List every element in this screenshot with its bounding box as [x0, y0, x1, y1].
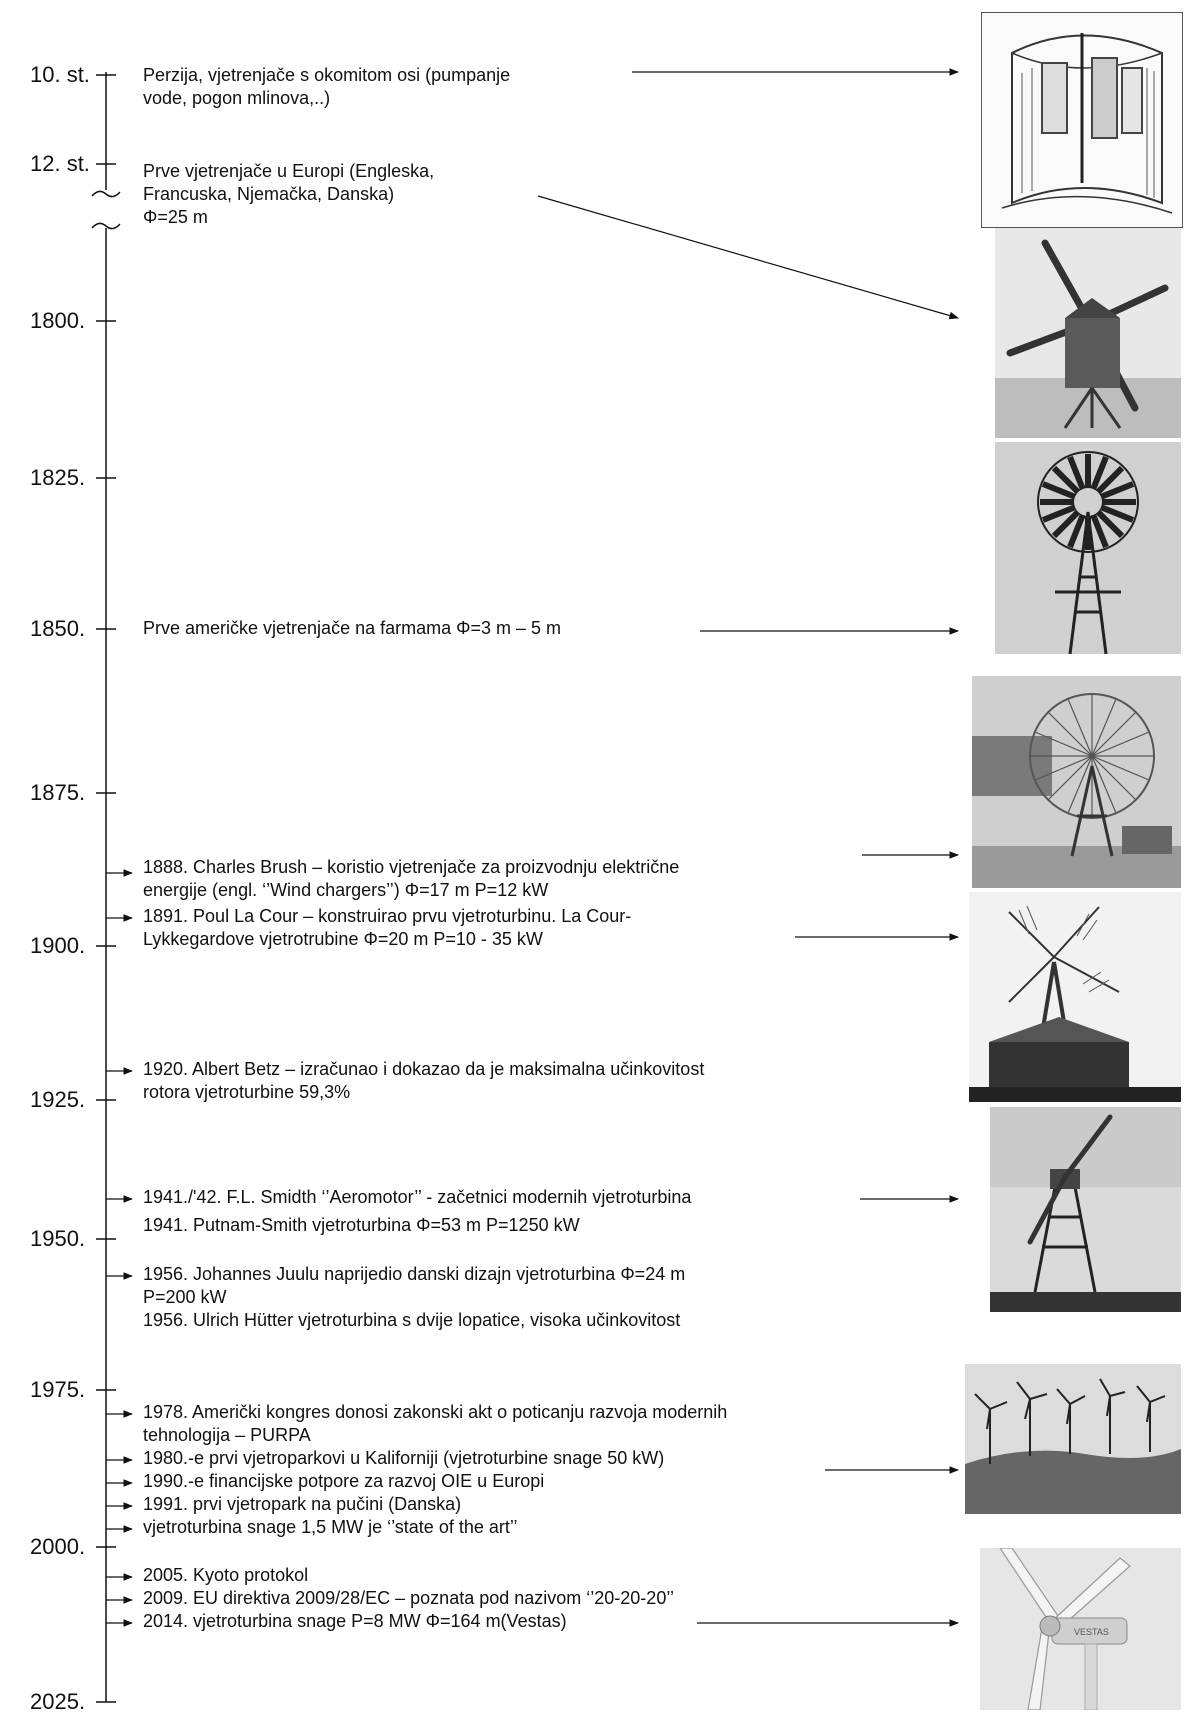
event-line: 1941. Putnam-Smith vjetroturbina Φ=53 m …: [143, 1215, 580, 1235]
year-label: 1925.: [30, 1087, 86, 1112]
year-label: 2000.: [30, 1534, 86, 1559]
event-first-europe: Prve vjetrenjače u Europi (Engleska, Fra…: [143, 160, 434, 229]
event-line: rotora vjetroturbine 59,3%: [143, 1082, 351, 1102]
event-line: 1888. Charles Brush – koristio vjetrenja…: [143, 857, 680, 877]
event-persia: Perzija, vjetrenjače s okomitom osi (pum…: [143, 64, 510, 110]
event-line: Prve američke vjetrenjače na farmama Φ=3…: [143, 618, 562, 638]
event-line: vjetroturbina snage 1,5 MW je ‘’state of…: [143, 1517, 518, 1537]
event-line: tehnologija – PURPA: [143, 1425, 311, 1445]
picture-arrow: [537, 195, 959, 320]
axis-break: [91, 222, 121, 230]
farm-windpump-icon: [995, 442, 1181, 654]
year-label: 12. st.: [30, 151, 90, 176]
event-brush: 1888. Charles Brush – koristio vjetrenja…: [143, 856, 679, 902]
smith-putnam-turbine-icon: [990, 1107, 1181, 1312]
event-line: 2014. vjetroturbina snage P=8 MW Φ=164 m…: [143, 1611, 567, 1631]
event-line: energije (engl. ‘’Wind chargers’’) Φ=17 …: [143, 880, 549, 900]
post-mill-icon: [995, 228, 1181, 438]
year-label: 1975.: [30, 1377, 86, 1402]
event-line: 2009. EU direktiva 2009/28/EC – poznata …: [143, 1588, 674, 1608]
la-cour-windmill-icon: [969, 892, 1181, 1102]
event-line: 1891. Poul La Cour – konstruirao prvu vj…: [143, 906, 632, 926]
event-line: 1978. Američki kongres donosi zakonski a…: [143, 1402, 728, 1422]
wind-farm-icon: [965, 1364, 1181, 1514]
event-american-farms: Prve američke vjetrenjače na farmama Φ=3…: [143, 617, 561, 640]
event-line: 1956. Johannes Juulu naprijedio danski d…: [143, 1264, 686, 1284]
event-line: Lykkegardove vjetrotrubine Φ=20 m P=10 -…: [143, 929, 543, 949]
event-line: Φ=25 m: [143, 207, 208, 227]
event-line: Perzija, vjetrenjače s okomitom osi (pum…: [143, 65, 511, 85]
event-betz: 1920. Albert Betz – izračunao i dokazao …: [143, 1058, 704, 1104]
event-purpa-era: 1978. Američki kongres donosi zakonski a…: [143, 1401, 727, 1539]
year-label: 10. st.: [30, 62, 90, 87]
event-la-cour: 1891. Poul La Cour – konstruirao prvu vj…: [143, 905, 631, 951]
year-label: 1900.: [30, 933, 86, 958]
event-line: 1941./'42. F.L. Smidth ‘’Aeromotor’’ - z…: [143, 1187, 692, 1207]
vertical-axis-windmill-icon: [981, 12, 1183, 228]
year-label: 1850.: [30, 616, 86, 641]
event-line: 1991. prvi vjetropark na pučini (Danska): [143, 1494, 462, 1514]
event-line: 1980.-e prvi vjetroparkovi u Kaliforniji…: [143, 1448, 665, 1468]
event-line: 1990.-e financijske potpore za razvoj OI…: [143, 1471, 545, 1491]
event-line: Prve vjetrenjače u Europi (Engleska,: [143, 161, 435, 181]
event-juul-hutter: 1956. Johannes Juulu naprijedio danski d…: [143, 1263, 685, 1332]
event-line: 1956. Ulrich Hütter vjetroturbina s dvij…: [143, 1310, 681, 1330]
modern-turbine-icon: VESTAS: [980, 1548, 1181, 1710]
year-label: 1825.: [30, 465, 86, 490]
year-label: 1800.: [30, 308, 86, 333]
brush-wind-charger-icon: [972, 676, 1181, 888]
event-smidth-putnam: 1941./'42. F.L. Smidth ‘’Aeromotor’’ - z…: [143, 1186, 691, 1237]
year-label: 1875.: [30, 780, 86, 805]
axis-break: [91, 190, 121, 198]
event-line: 1920. Albert Betz – izračunao i dokazao …: [143, 1059, 705, 1079]
event-line: P=200 kW: [143, 1287, 227, 1307]
vestas-logo: VESTAS: [1074, 1627, 1109, 1637]
event-line: vode, pogon mlinova,..): [143, 88, 331, 108]
event-line: Francuska, Njemačka, Danska): [143, 184, 395, 204]
year-label: 2025.: [30, 1689, 86, 1714]
event-kyoto-eu-vestas: 2005. Kyoto protokol 2009. EU direktiva …: [143, 1564, 674, 1633]
event-line: 2005. Kyoto protokol: [143, 1565, 309, 1585]
year-label: 1950.: [30, 1226, 86, 1251]
